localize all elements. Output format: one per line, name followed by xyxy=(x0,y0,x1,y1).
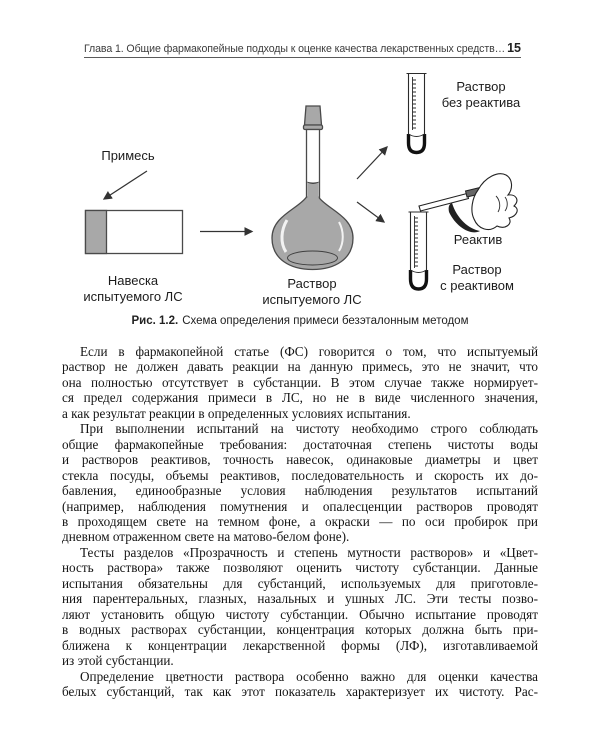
body-line: в проходящем свете на темном фоне, а окр… xyxy=(62,513,538,529)
test-tube-1 xyxy=(406,72,427,155)
body-line: Определение цветности раствора особенно … xyxy=(80,668,538,684)
body-line: ближена к концентрации лекарственной фор… xyxy=(62,637,538,653)
body-line: бавления, единообразные условия наблюден… xyxy=(62,483,538,499)
body-line: она полностью отсутствует в субстанции. … xyxy=(62,374,538,390)
body-line: в водных растворах субстанции, концентра… xyxy=(62,622,538,638)
body-line: (например, наблюдения помутнения и опале… xyxy=(62,498,538,514)
body-text: Если в фармакопейной статье (ФС) говорит… xyxy=(62,344,538,699)
body-line: а как результат реакции в определенных у… xyxy=(62,405,411,421)
figure-caption-number: Рис. 1.2. xyxy=(131,315,179,327)
label-solution: Раствор испытуемого ЛС xyxy=(262,276,362,307)
body-line: ния парентеральных, глазных, назальных и… xyxy=(62,591,538,607)
page-number: 15 xyxy=(507,41,521,55)
label-tube-no-reagent: Раствор без реактива xyxy=(441,79,521,110)
impurity-arrow xyxy=(102,170,148,200)
running-head: Глава 1. Общие фармакопейные подходы к о… xyxy=(84,41,521,55)
body-line: и растворов реактивов, точность навесок,… xyxy=(62,452,538,468)
body-line: белых субстанций, так как этот показател… xyxy=(62,683,538,699)
body-line: ляют установить общую чистоту субстанции… xyxy=(62,606,538,622)
test-tube-2 xyxy=(408,211,429,291)
header-rule xyxy=(84,57,521,58)
body-line: Если в фармакопейной статье (ФС) говорит… xyxy=(80,344,538,359)
arrow-to-tube-2 xyxy=(356,201,386,223)
body-line: При выполнении испытаний на чистоту необ… xyxy=(80,421,538,437)
label-sample: Навеска испытуемого ЛС xyxy=(83,273,183,304)
body-line: испытания обязательны для субстанций, ис… xyxy=(62,575,538,591)
body-line: раствор не должен давать реакции на данн… xyxy=(62,359,538,375)
body-line: ность раствора» также позволяют оценить … xyxy=(62,560,538,576)
label-tube-with-reagent: Раствор с реактивом xyxy=(440,262,514,293)
volumetric-flask xyxy=(271,105,354,271)
chapter-title: Глава 1. Общие фармакопейные подходы к о… xyxy=(84,43,506,55)
dropper-hand xyxy=(418,173,518,233)
sample-rectangle xyxy=(84,209,184,255)
figure-caption: Рис. 1.2.Схема определения примеси безэт… xyxy=(60,315,540,327)
body-line: Тесты разделов «Прозрачность и степень м… xyxy=(80,544,538,560)
label-reagent: Реактив xyxy=(453,232,503,247)
figure-caption-text: Схема определения примеси безэталонным м… xyxy=(182,315,469,327)
body-line: общие фармакопейные требования: достаточ… xyxy=(62,436,538,452)
body-line: из этой субстанции. xyxy=(62,653,174,669)
body-line: дневном отраженном свете на матово-белом… xyxy=(62,529,350,545)
label-impurity: Примесь xyxy=(101,148,155,163)
body-line: стекла посуды, объемы реактивов, последо… xyxy=(62,467,538,483)
arrow-to-tube-1 xyxy=(356,146,388,180)
body-line: ся предел содержания примеси в ЛС, но не… xyxy=(62,390,538,406)
